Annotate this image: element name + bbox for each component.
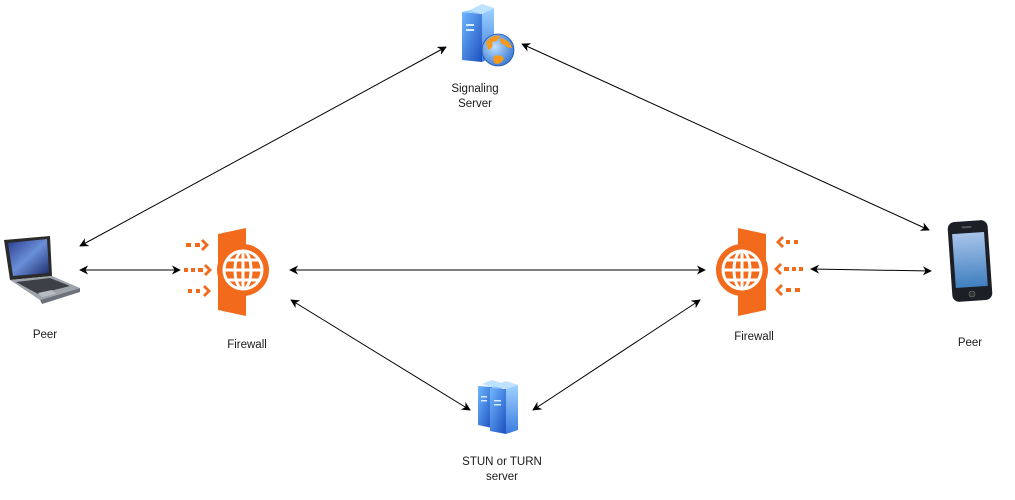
server-cluster-icon[interactable] [478,380,518,434]
signaling-server-label: Signaling Server [440,82,510,112]
web-server-globe-icon[interactable] [462,4,515,67]
edge-peer-left-signaling [79,46,447,247]
edge-signaling-peer-right [521,43,930,231]
edges [79,43,932,411]
smartphone-icon[interactable] [947,220,993,303]
stun-turn-server-label-text: STUN or TURN server [462,456,542,483]
peer-left-label: Peer [32,329,58,341]
edge-firewall-right-peer-right [810,264,932,276]
laptop-icon[interactable] [4,236,80,304]
edge-firewall-left-stun [290,299,471,411]
peer-right-label: Peer [957,337,983,349]
firewall-left-label: Firewall [227,339,267,351]
stun-turn-server-label: STUN or TURN server [447,455,557,485]
firewall-right-label: Firewall [734,331,774,343]
firewall-icon[interactable] [716,228,803,316]
signaling-server-label-text: Signaling Server [451,83,499,110]
firewall-icon[interactable] [184,228,269,316]
edge-firewall-right-stun [532,299,701,411]
